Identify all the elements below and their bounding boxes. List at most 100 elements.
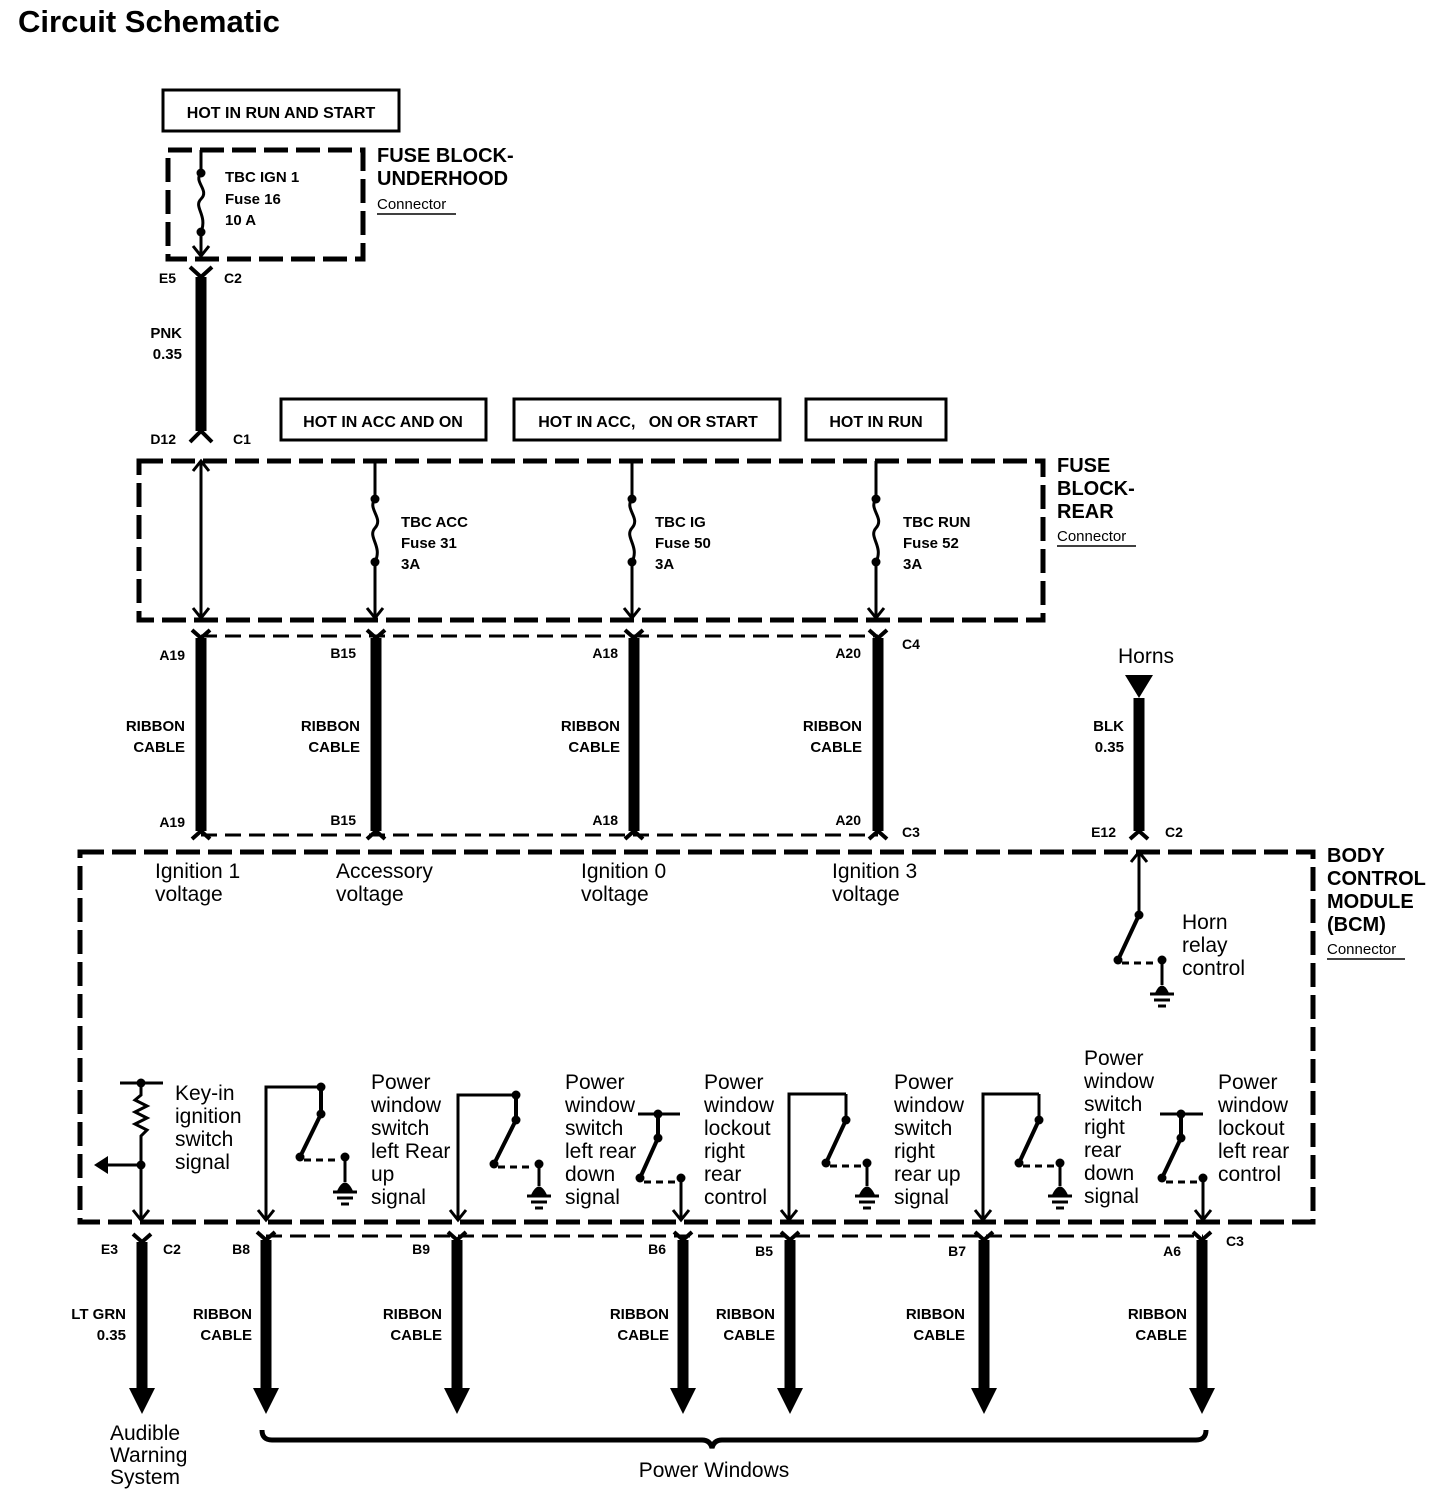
fuse-16-number: Fuse 16 bbox=[225, 191, 281, 208]
svg-text:window: window bbox=[1217, 1094, 1289, 1117]
horn-relay-label-1: Horn bbox=[1182, 911, 1228, 934]
svg-text:signal: signal bbox=[894, 1186, 949, 1209]
connector-c3: C3 bbox=[1226, 1233, 1244, 1249]
wire-pnk bbox=[188, 265, 214, 444]
pin-a19: A19 bbox=[159, 647, 185, 663]
power-source-label: HOT IN RUN bbox=[829, 414, 922, 431]
svg-text:left rear: left rear bbox=[565, 1140, 636, 1163]
svg-text:up: up bbox=[371, 1163, 394, 1186]
ribbon-label: RIBBON bbox=[383, 1306, 442, 1323]
svg-text:rear: rear bbox=[1084, 1139, 1121, 1162]
horn-relay-switch-icon bbox=[1113, 849, 1174, 1008]
ribbon-cable bbox=[365, 628, 387, 841]
fuse-16-rating: 10 A bbox=[225, 212, 256, 229]
svg-text:rear up: rear up bbox=[894, 1163, 961, 1186]
svg-text:Power: Power bbox=[704, 1071, 764, 1094]
svg-text:left Rear: left Rear bbox=[371, 1140, 450, 1163]
svg-text:lockout: lockout bbox=[1218, 1117, 1285, 1140]
fuse-block-underhood-name-1: FUSE BLOCK- bbox=[377, 145, 514, 167]
svg-text:Warning: Warning bbox=[110, 1444, 187, 1467]
svg-text:control: control bbox=[1218, 1163, 1281, 1186]
power-windows-bracket bbox=[259, 1429, 1209, 1449]
svg-text:lockout: lockout bbox=[704, 1117, 771, 1140]
ribbon-cable-group-upper bbox=[190, 628, 889, 841]
ribbon-label: CABLE bbox=[390, 1327, 442, 1344]
power-source-label: HOT IN ACC AND ON bbox=[303, 414, 463, 431]
connector-c4: C4 bbox=[902, 636, 920, 652]
ribbon-cable bbox=[670, 1230, 696, 1414]
pin-b5: B5 bbox=[755, 1243, 773, 1259]
horn-relay-label-3: control bbox=[1182, 957, 1245, 980]
switch-icon bbox=[256, 1082, 357, 1223]
svg-text:switch: switch bbox=[371, 1117, 429, 1140]
page-title: Circuit Schematic bbox=[18, 4, 280, 39]
fuse-icon bbox=[622, 461, 642, 621]
svg-text:right: right bbox=[704, 1140, 745, 1163]
ribbon-label: RIBBON bbox=[126, 718, 185, 735]
ribbon-label: RIBBON bbox=[193, 1306, 252, 1323]
signal-label-left-rear-down: Power window switch left rear down signa… bbox=[564, 1071, 636, 1209]
input-ignition-3-voltage: voltage bbox=[832, 883, 900, 906]
wire-gauge-lt-grn: 0.35 bbox=[97, 1327, 126, 1344]
svg-text:signal: signal bbox=[1084, 1185, 1139, 1208]
fuse-50-name: TBC IG bbox=[655, 514, 706, 531]
fuse-icon bbox=[191, 150, 211, 259]
svg-text:Audible: Audible bbox=[110, 1422, 180, 1445]
pin-e3: E3 bbox=[101, 1241, 118, 1257]
input-ignition-1: Ignition 1 bbox=[155, 860, 240, 883]
bcm-name-2: CONTROL bbox=[1327, 868, 1426, 890]
power-source-label: HOT IN RUN AND START bbox=[187, 105, 376, 122]
wire-blk bbox=[1128, 698, 1150, 841]
switch-icon bbox=[779, 1092, 879, 1223]
input-ignition-3: Ignition 3 bbox=[832, 860, 917, 883]
pin-a20: A20 bbox=[835, 645, 861, 661]
ribbon-label: CABLE bbox=[723, 1327, 775, 1344]
svg-text:window: window bbox=[564, 1094, 636, 1117]
pin-b15: B15 bbox=[330, 645, 356, 661]
svg-text:ignition: ignition bbox=[175, 1105, 242, 1128]
fuse-block-rear-name-2: BLOCK- bbox=[1057, 478, 1135, 500]
ribbon-cable bbox=[971, 1230, 997, 1414]
svg-text:signal: signal bbox=[175, 1151, 230, 1174]
switch-icon bbox=[973, 1092, 1072, 1223]
svg-text:window: window bbox=[703, 1094, 775, 1117]
fuse-icon bbox=[866, 461, 886, 621]
ribbon-label: CABLE bbox=[133, 739, 185, 756]
pass-through-arrow-icon bbox=[191, 458, 211, 621]
fuse-block-rear: FUSE BLOCK- REAR Connector TBC ACC Fuse … bbox=[136, 455, 1136, 623]
signal-label-lockout-right-rear: Power window lockout right rear control bbox=[703, 1071, 775, 1209]
input-ignition-0: Ignition 0 bbox=[581, 860, 666, 883]
ribbon-cable bbox=[253, 1230, 279, 1414]
input-ignition-1-voltage: voltage bbox=[155, 883, 223, 906]
pin-a6: A6 bbox=[1163, 1243, 1181, 1259]
svg-text:Power: Power bbox=[371, 1071, 431, 1094]
ribbon-label: CABLE bbox=[913, 1327, 965, 1344]
ribbon-cable bbox=[1189, 1230, 1215, 1414]
power-source-hot-in-acc-on-or-start: HOT IN ACC, ON OR START bbox=[512, 397, 782, 442]
svg-text:switch: switch bbox=[1084, 1093, 1142, 1116]
fuse-31-name: TBC ACC bbox=[401, 514, 468, 531]
fuse-16-name: TBC IGN 1 bbox=[225, 169, 299, 186]
ribbon-label: RIBBON bbox=[803, 718, 862, 735]
signal-label-right-rear-down: Power window switch right rear down sign… bbox=[1083, 1047, 1155, 1208]
svg-text:Power: Power bbox=[894, 1071, 954, 1094]
svg-text:down: down bbox=[1084, 1162, 1134, 1185]
svg-text:right: right bbox=[894, 1140, 935, 1163]
ribbon-label: RIBBON bbox=[1128, 1306, 1187, 1323]
bcm-connector: Connector bbox=[1327, 941, 1396, 958]
signal-label-right-rear-up: Power window switch right rear up signal bbox=[893, 1071, 965, 1209]
ribbon-label: CABLE bbox=[617, 1327, 669, 1344]
key-in-resistor-icon bbox=[94, 1078, 163, 1223]
svg-text:right: right bbox=[1084, 1116, 1125, 1139]
connector-c3: C3 bbox=[902, 824, 920, 840]
svg-text:window: window bbox=[1083, 1070, 1155, 1093]
pin-e12: E12 bbox=[1091, 824, 1116, 840]
svg-text:rear: rear bbox=[704, 1163, 741, 1186]
ribbon-label: RIBBON bbox=[301, 718, 360, 735]
pin-e5: E5 bbox=[159, 270, 176, 286]
connector-c2: C2 bbox=[163, 1241, 181, 1257]
bcm-name-1: BODY bbox=[1327, 845, 1385, 867]
bcm-name-4: (BCM) bbox=[1327, 914, 1386, 936]
connector-c2: C2 bbox=[224, 270, 242, 286]
pin-b7: B7 bbox=[948, 1243, 966, 1259]
